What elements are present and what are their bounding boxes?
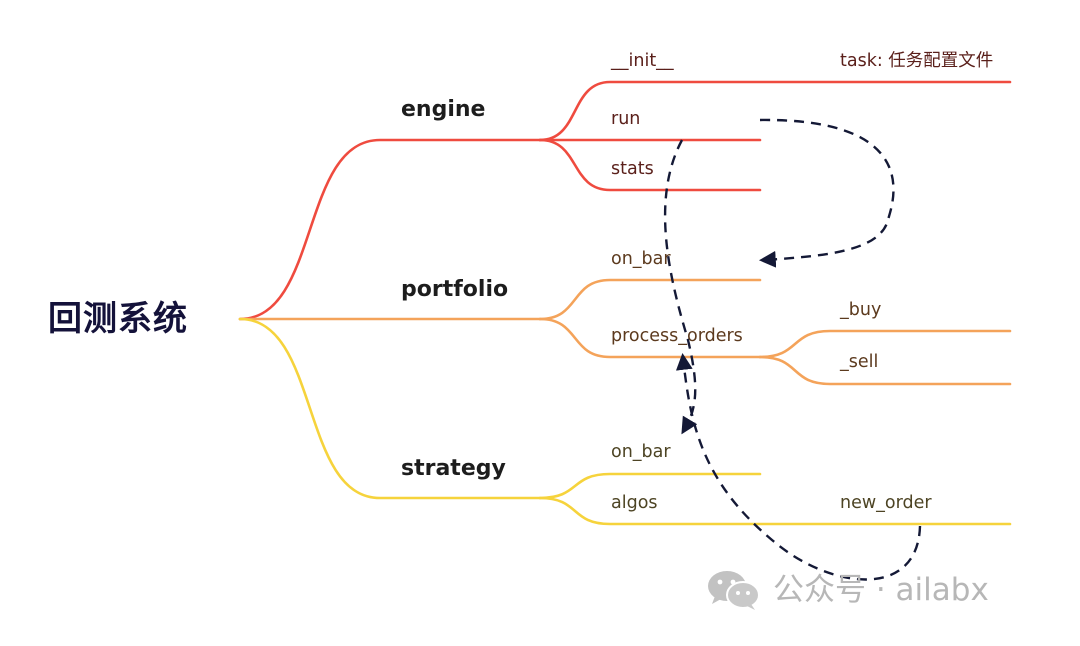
leaf-strategy-algos: algos: [611, 493, 658, 513]
watermark-text: 公众号 · ailabx: [773, 571, 989, 608]
edge-engine-stats: [538, 138, 762, 192]
edge-engine-init: [538, 80, 1012, 142]
branch-strategy-label: strategy: [401, 456, 506, 481]
edge-portfolio-process-orders: [538, 317, 762, 359]
leaf-strategy-new-order: new_order: [840, 493, 932, 513]
branch-portfolio-label: portfolio: [401, 277, 509, 302]
leaf-engine-run: run: [611, 109, 641, 129]
arrow-run-to-strategy-on-bar: [663, 139, 698, 435]
edge-portfolio-buy: [758, 329, 1012, 359]
edge-root-strategy: [238, 317, 542, 500]
leaf-strategy-on-bar: on_bar: [611, 442, 671, 462]
edge-root-engine: [238, 138, 542, 321]
leaf-portfolio-buy: _buy: [840, 300, 882, 320]
leaf-engine-init: __init__: [611, 51, 674, 71]
leaf-portfolio-sell: _sell: [840, 352, 879, 372]
leaf-portfolio-process-orders: process_orders: [611, 326, 743, 346]
edge-strategy-on-bar: [538, 472, 762, 500]
leaf-engine-stats: stats: [611, 159, 654, 179]
edge-strategy-algos: [538, 496, 1012, 526]
leaf-portfolio-on-bar: on_bar: [611, 249, 671, 269]
watermark: 公众号 · ailabx: [705, 568, 989, 612]
leaf-engine-task: task: 任务配置文件: [840, 51, 994, 71]
edge-portfolio-on-bar: [538, 278, 762, 321]
root-node-label: 回测系统: [48, 299, 188, 339]
edge-portfolio-sell: [758, 355, 1012, 386]
branch-engine-label: engine: [401, 97, 486, 122]
arrow-new-order-to-process-orders: [675, 352, 922, 581]
wechat-icon: [708, 571, 760, 610]
arrow-run-to-portfolio-on-bar: [758, 118, 895, 268]
